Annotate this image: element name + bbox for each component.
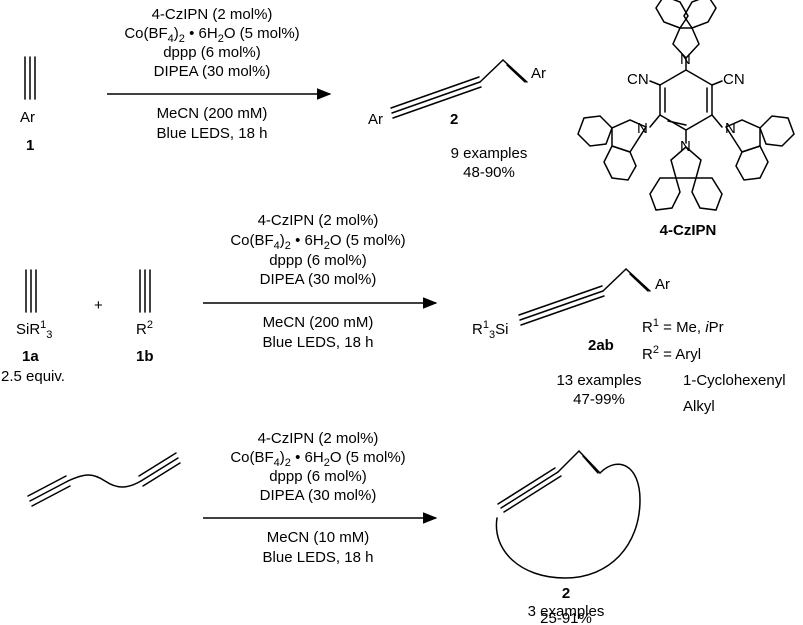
- r2-condition-catalyst: 4-CzIPN (2 mol%): [258, 212, 379, 229]
- r3-condition-cobalt: Co(BF4)2 • 6H2O (5 mol%): [230, 449, 405, 469]
- reactant-1a-alkyne: [25, 269, 37, 313]
- r2-condition-ligand: dppp (6 mol%): [269, 252, 367, 269]
- reaction-2: SiR13 1a 2.5 equiv. + R2 1b 4-CzIPN (2 m…: [1, 212, 786, 415]
- catalyst-n-left: N: [637, 120, 648, 137]
- r2-condition-base: DIPEA (30 mol%): [260, 271, 377, 288]
- product-2-left-group: Ar: [368, 111, 383, 128]
- r1-definition: R1 = Me, iPr: [642, 317, 724, 336]
- product-2ab-enyne: [518, 268, 651, 326]
- carbazole-top: [655, 0, 717, 60]
- product-macrocycle-number: 2: [562, 585, 570, 602]
- r1-condition-base: DIPEA (30 mol%): [154, 63, 271, 80]
- product-2ab-right-group: Ar: [655, 276, 670, 293]
- catalyst-n-right: N: [725, 120, 736, 137]
- catalyst-cn-right: CN: [723, 71, 745, 88]
- reactant-1a-number: 1a: [22, 348, 39, 365]
- r1-examples: 9 examples: [451, 145, 528, 162]
- product-macrocycle: [495, 450, 641, 579]
- plus-sign: +: [94, 297, 103, 314]
- r1-condition-cobalt: Co(BF4)2 • 6H2O (5 mol%): [124, 25, 299, 45]
- r3-condition-base: DIPEA (30 mol%): [260, 487, 377, 504]
- product-2-enyne: [390, 59, 528, 119]
- product-2-number: 2: [450, 111, 458, 128]
- catalyst-n-top: N: [680, 51, 691, 68]
- r3-condition-light: Blue LEDS, 18 h: [263, 549, 374, 566]
- r3-condition-ligand: dppp (6 mol%): [269, 468, 367, 485]
- reactant-1b-number: 1b: [136, 348, 154, 365]
- catalyst-4czipn-structure: N N N N CN CN 4-CzIPN: [577, 0, 795, 239]
- catalyst-cn-left: CN: [627, 71, 649, 88]
- r3-yield: 25-91%: [540, 610, 592, 625]
- reactant-1-group: Ar: [20, 109, 35, 126]
- r1-condition-light: Blue LEDS, 18 h: [157, 125, 268, 142]
- r2-condition-solvent: MeCN (200 mM): [263, 314, 374, 331]
- product-2ab-number: 2ab: [588, 337, 614, 354]
- r2-condition-light: Blue LEDS, 18 h: [263, 334, 374, 351]
- r2-examples: 13 examples: [556, 372, 641, 389]
- r2-definition: R2 = Aryl: [642, 344, 701, 363]
- reaction-1: Ar 1 4-CzIPN (2 mol%) Co(BF4)2 • 6H2O (5…: [20, 6, 546, 181]
- r2-option-cyclohexenyl: 1-Cyclohexenyl: [683, 372, 786, 389]
- reaction-3: 4-CzIPN (2 mol%) Co(BF4)2 • 6H2O (5 mol%…: [27, 430, 641, 625]
- r1-condition-solvent: MeCN (200 mM): [157, 105, 268, 122]
- reactant-1a-group: SiR13: [16, 319, 52, 341]
- r2-option-alkyl: Alkyl: [683, 398, 715, 415]
- carbazole-right: [724, 115, 795, 181]
- reactant-1-alkyne: [24, 56, 36, 100]
- reactant-diyne: [27, 452, 181, 507]
- reactant-1b-group: R2: [136, 319, 153, 338]
- carbazole-bottom: [649, 146, 723, 211]
- carbazole-left: [577, 115, 648, 181]
- r1-condition-ligand: dppp (6 mol%): [163, 44, 261, 61]
- product-2-right-group: Ar: [531, 65, 546, 82]
- product-2ab-left-group: R13Si: [472, 319, 508, 341]
- r3-condition-solvent: MeCN (10 mM): [267, 529, 370, 546]
- r3-condition-catalyst: 4-CzIPN (2 mol%): [258, 430, 379, 447]
- reactant-1b-alkyne: [139, 269, 151, 313]
- r2-yield: 47-99%: [573, 391, 625, 408]
- catalyst-n-bottom: N: [680, 138, 691, 155]
- r1-condition-catalyst: 4-CzIPN (2 mol%): [152, 6, 273, 23]
- r1-yield: 48-90%: [463, 164, 515, 181]
- r2-condition-cobalt: Co(BF4)2 • 6H2O (5 mol%): [230, 232, 405, 252]
- r3-examples: 3 examples: [528, 603, 605, 620]
- catalyst-name: 4-CzIPN: [660, 222, 717, 239]
- reactant-1-number: 1: [26, 137, 34, 154]
- reactant-1a-equiv: 2.5 equiv.: [1, 368, 65, 385]
